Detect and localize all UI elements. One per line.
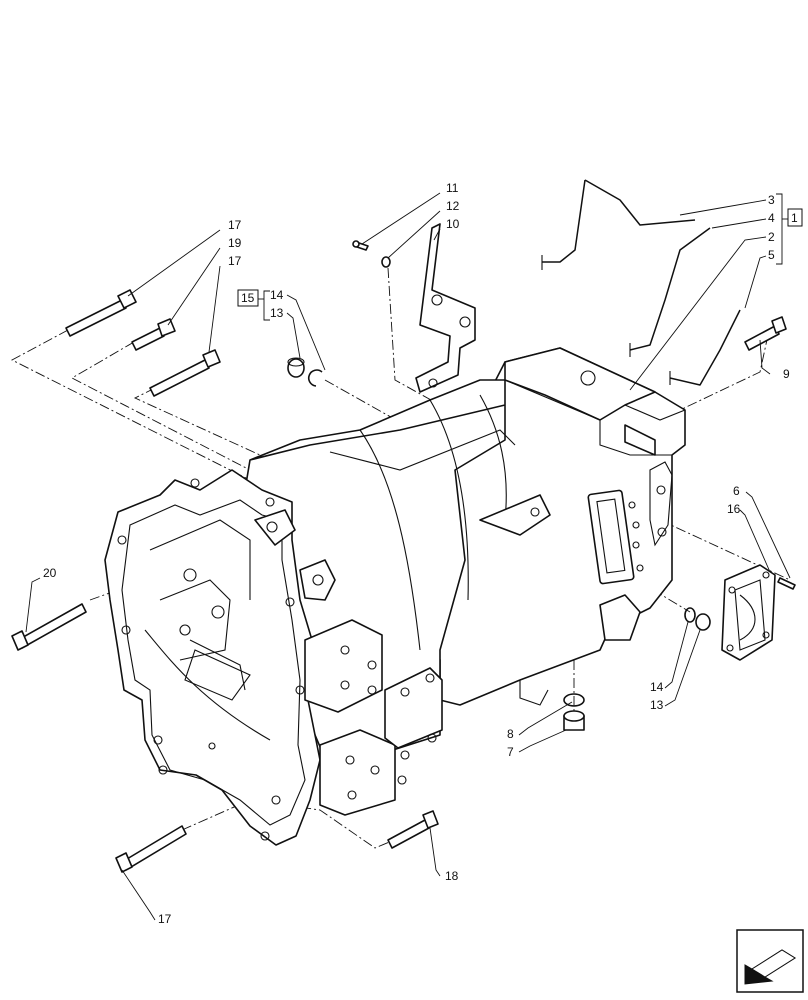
callout-20: 20 bbox=[43, 566, 57, 580]
callout-13-top: 13 bbox=[270, 306, 284, 320]
bolt-17-bottom bbox=[115, 825, 187, 873]
bolt-18 bbox=[387, 810, 439, 849]
ring-8 bbox=[563, 693, 585, 707]
callout-14-right: 14 bbox=[650, 680, 664, 694]
callout-8: 8 bbox=[507, 727, 514, 741]
washer-12 bbox=[381, 256, 391, 268]
callout-labels: 17 19 17 11 12 10 15 14 13 3 4 1 2 5 9 6… bbox=[43, 181, 803, 926]
callout-box-1 bbox=[787, 208, 803, 227]
callout-5: 5 bbox=[768, 248, 775, 262]
plug-7 bbox=[563, 710, 585, 731]
plug-13-right bbox=[695, 613, 711, 631]
callout-7: 7 bbox=[507, 745, 514, 759]
mount-bracket-upper bbox=[304, 619, 383, 713]
bolt-20 bbox=[11, 603, 87, 651]
callout-17-mid: 17 bbox=[228, 254, 242, 268]
callout-9: 9 bbox=[783, 367, 790, 381]
mount-bracket-lower bbox=[319, 729, 396, 816]
callout-19: 19 bbox=[228, 236, 242, 250]
cover-16 bbox=[721, 564, 776, 661]
ring-14-right bbox=[684, 607, 696, 623]
callout-3: 3 bbox=[768, 193, 775, 207]
next-page-arrow-icon[interactable] bbox=[736, 929, 804, 993]
leader-lines bbox=[25, 192, 791, 921]
transmission-housing bbox=[104, 347, 686, 846]
bolt-9 bbox=[744, 316, 787, 351]
callout-14-top: 14 bbox=[270, 288, 284, 302]
group-bracket-15 bbox=[258, 290, 270, 321]
callout-12: 12 bbox=[446, 199, 460, 213]
bolt-6 bbox=[777, 577, 796, 590]
bracket-10 bbox=[415, 223, 476, 393]
callout-box-15 bbox=[237, 289, 259, 307]
callout-10: 10 bbox=[446, 217, 460, 231]
bolt-19 bbox=[131, 318, 176, 351]
callout-6: 6 bbox=[733, 484, 740, 498]
callout-2: 2 bbox=[768, 230, 775, 244]
callout-16: 16 bbox=[727, 502, 741, 516]
callout-17-top: 17 bbox=[228, 218, 242, 232]
plug-13-top bbox=[287, 357, 305, 378]
callout-1: 1 bbox=[791, 211, 798, 225]
callout-13-right: 13 bbox=[650, 698, 664, 712]
callout-15: 15 bbox=[241, 291, 255, 305]
callout-4: 4 bbox=[768, 211, 775, 225]
group-bracket-1 bbox=[776, 193, 788, 265]
ring-14-top bbox=[307, 369, 323, 387]
bolt-11 bbox=[352, 240, 369, 251]
lubrication-pipes bbox=[541, 179, 741, 386]
callout-11: 11 bbox=[446, 181, 459, 195]
bolt-17-top bbox=[65, 289, 137, 337]
callout-18: 18 bbox=[445, 869, 459, 883]
bolt-17-mid bbox=[149, 349, 221, 397]
callout-17-bottom: 17 bbox=[158, 912, 172, 926]
